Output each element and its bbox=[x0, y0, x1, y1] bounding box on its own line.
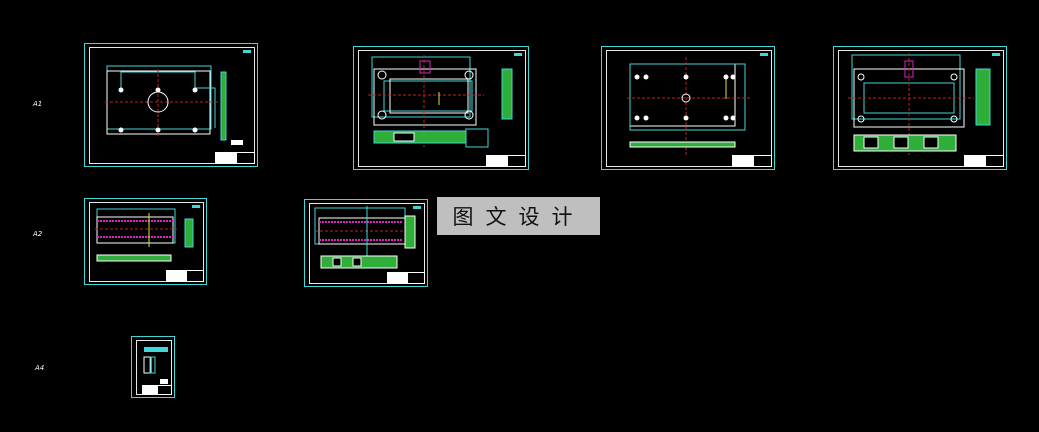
plate-drawing bbox=[105, 65, 243, 145]
title-block bbox=[215, 152, 255, 164]
row-label-a4: A4 bbox=[35, 364, 45, 372]
mold-assembly-drawing bbox=[314, 206, 416, 269]
drawing-sheet-a1-4[interactable] bbox=[833, 46, 1007, 170]
sheet-number-tag bbox=[243, 50, 251, 53]
drawing-sheet-a2-2[interactable] bbox=[304, 199, 428, 287]
drawing-sheet-a2-1[interactable] bbox=[84, 198, 207, 285]
title-block bbox=[486, 155, 526, 167]
drawing-sheet-a4-1[interactable] bbox=[131, 336, 175, 398]
title-block bbox=[142, 385, 172, 395]
row-label-a1: A1 bbox=[33, 100, 43, 108]
sheet-border bbox=[309, 203, 425, 284]
title-block bbox=[387, 272, 425, 284]
sheet-number-tag bbox=[760, 53, 768, 56]
sheet-border bbox=[358, 50, 526, 167]
mold-assembly-drawing bbox=[368, 55, 513, 148]
sheet-number-tag bbox=[992, 53, 1000, 56]
sheet-number-tag bbox=[514, 53, 522, 56]
title-block bbox=[964, 155, 1004, 167]
sheet-border bbox=[838, 50, 1004, 167]
sheet-border bbox=[606, 50, 772, 167]
part-drawing bbox=[143, 347, 168, 384]
row-label-a2: A2 bbox=[33, 230, 43, 238]
watermark: 图文设计 bbox=[437, 197, 600, 235]
drawing-sheet-a1-1[interactable] bbox=[84, 43, 258, 167]
title-block bbox=[732, 155, 772, 167]
sheet-number-tag bbox=[192, 205, 200, 208]
mold-assembly-drawing bbox=[848, 53, 991, 155]
drawing-sheet-a1-2[interactable] bbox=[353, 46, 529, 170]
mold-assembly-drawing bbox=[95, 208, 194, 262]
plate-drawing bbox=[627, 57, 750, 155]
sheet-border bbox=[89, 47, 255, 164]
title-block bbox=[166, 270, 204, 282]
sheet-border bbox=[89, 202, 204, 282]
drawing-sheet-a1-3[interactable] bbox=[601, 46, 775, 170]
sheet-number-tag bbox=[413, 206, 421, 209]
